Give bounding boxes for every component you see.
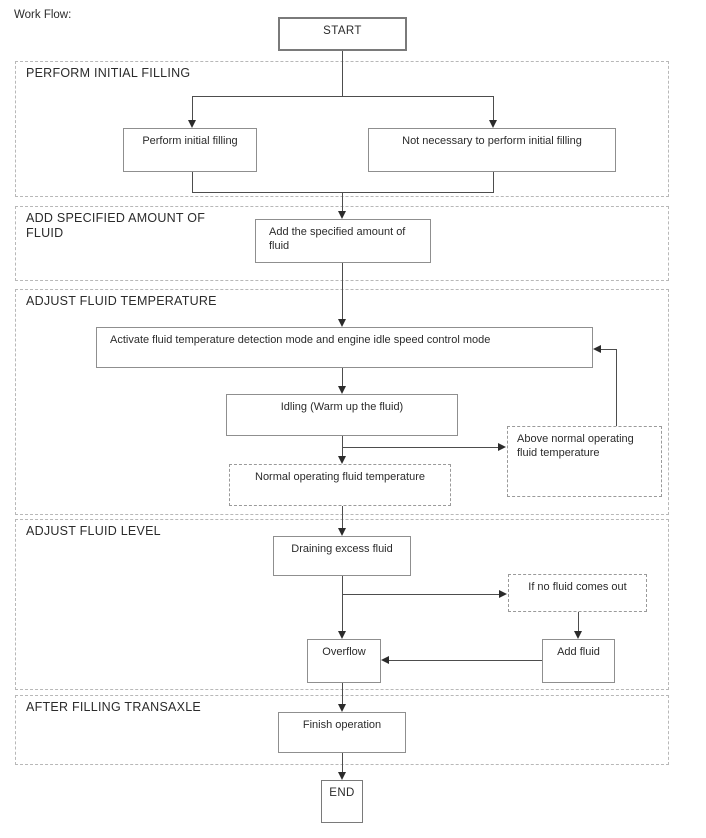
- arrow-into-normal-operating: [338, 456, 346, 464]
- arrow-into-add-fluid: [574, 631, 582, 639]
- arrow-into-finish: [338, 704, 346, 712]
- connector-split-top: [192, 96, 494, 97]
- page-title: Work Flow:: [14, 9, 72, 21]
- arrow-into-activate: [338, 319, 346, 327]
- connector-branch-above-normal: [342, 447, 499, 448]
- node-normal-operating-temperature: Normal operating fluid temperature: [229, 464, 451, 506]
- node-activate-detection: Activate fluid temperature detection mod…: [96, 327, 593, 368]
- arrow-into-add-specified: [338, 211, 346, 219]
- connector-to-not-necessary: [493, 96, 494, 121]
- arrow-into-draining: [338, 528, 346, 536]
- connector-start-down: [342, 51, 343, 97]
- arrow-into-not-necessary: [489, 120, 497, 128]
- connector-to-add-specified: [342, 192, 343, 212]
- arrow-into-above-normal: [498, 443, 506, 451]
- arrow-into-end: [338, 772, 346, 780]
- connector-merge-bottom: [192, 192, 494, 193]
- node-idling: Idling (Warm up the fluid): [226, 394, 458, 436]
- arrow-into-perform-filling: [188, 120, 196, 128]
- connector-to-idling: [342, 368, 343, 387]
- arrow-into-idling: [338, 386, 346, 394]
- connector-to-activate: [342, 263, 343, 320]
- connector-to-perform-filling: [192, 96, 193, 121]
- section-label-adjust-fluid-level: ADJUST FLUID LEVEL: [26, 524, 161, 538]
- arrow-into-overflow-right: [381, 656, 389, 664]
- connector-feedback-up: [616, 349, 617, 426]
- node-overflow: Overflow: [307, 639, 381, 683]
- connector-to-end: [342, 753, 343, 773]
- connector-to-finish: [342, 683, 343, 705]
- connector-add-fluid-to-overflow: [389, 660, 542, 661]
- section-label-adjust-fluid-temperature: ADJUST FLUID TEMPERATURE: [26, 294, 217, 308]
- node-finish-operation: Finish operation: [278, 712, 406, 753]
- arrow-into-overflow: [338, 631, 346, 639]
- connector-to-draining: [342, 506, 343, 529]
- node-add-fluid: Add fluid: [542, 639, 615, 683]
- connector-to-normal-operating: [342, 436, 343, 457]
- connector-to-add-fluid: [578, 612, 579, 632]
- arrow-feedback-into-activate: [593, 345, 601, 353]
- node-start: START: [278, 17, 407, 51]
- node-perform-initial-filling: Perform initial filling: [123, 128, 257, 172]
- section-label-perform-initial-filling: PERFORM INITIAL FILLING: [26, 66, 191, 80]
- node-not-necessary: Not necessary to perform initial filling: [368, 128, 616, 172]
- section-label-add-specified-amount: ADD SPECIFIED AMOUNT OF FLUID: [26, 211, 206, 240]
- connector-feedback-left: [601, 349, 617, 350]
- connector-branch-if-no-fluid: [342, 594, 500, 595]
- connector-from-not-necessary: [493, 172, 494, 193]
- connector-from-perform-filling: [192, 172, 193, 193]
- node-add-specified-amount: Add the specified amount of fluid: [255, 219, 431, 263]
- connector-to-overflow: [342, 576, 343, 632]
- node-if-no-fluid-comes-out: If no fluid comes out: [508, 574, 647, 612]
- node-end: END: [321, 780, 363, 823]
- node-draining-excess-fluid: Draining excess fluid: [273, 536, 411, 576]
- node-above-normal-temperature: Above normal operating fluid temperature: [507, 426, 662, 497]
- arrow-into-if-no-fluid: [499, 590, 507, 598]
- section-label-after-filling-transaxle: AFTER FILLING TRANSAXLE: [26, 700, 202, 714]
